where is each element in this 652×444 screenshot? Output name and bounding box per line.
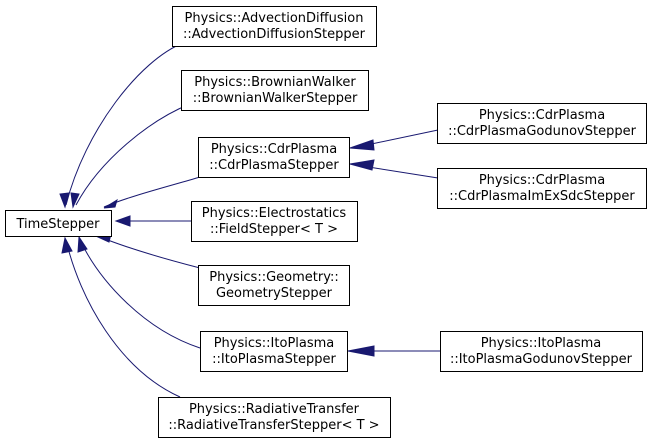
node-advection-line2: ::AdvectionDiffusionStepper bbox=[183, 27, 366, 42]
node-cdr-godunov-line2: ::CdrPlasmaGodunovStepper bbox=[448, 124, 637, 139]
node-cdr-imex-line2: ::CdrPlasmaImExSdcStepper bbox=[449, 189, 635, 204]
node-ito-line1: Physics::ItoPlasma bbox=[214, 336, 335, 351]
node-ito-plasma-godunov-stepper[interactable]: Physics::ItoPlasma ::ItoPlasmaGodunovSte… bbox=[440, 331, 643, 372]
node-cdr-plasma-godunov-stepper[interactable]: Physics::CdrPlasma ::CdrPlasmaGodunovSte… bbox=[437, 103, 647, 144]
node-advection-diffusion-stepper[interactable]: Physics::AdvectionDiffusion ::AdvectionD… bbox=[172, 6, 377, 47]
node-brownian-line1: Physics::BrownianWalker bbox=[194, 75, 356, 90]
node-brownian-walker-stepper[interactable]: Physics::BrownianWalker ::BrownianWalker… bbox=[181, 70, 369, 111]
node-cdr-plasma-imex-sdc-stepper[interactable]: Physics::CdrPlasma ::CdrPlasmaImExSdcSte… bbox=[437, 168, 647, 209]
edge-cdr-to-timestepper bbox=[103, 176, 201, 209]
node-cdr-line1: Physics::CdrPlasma bbox=[211, 142, 337, 157]
edge-ito-to-timestepper bbox=[77, 235, 201, 349]
node-timestepper-label: TimeStepper bbox=[15, 217, 100, 232]
node-timestepper[interactable]: TimeStepper bbox=[5, 210, 112, 237]
node-field-line1: Physics::Electrostatics bbox=[202, 206, 347, 221]
node-radiative-line1: Physics::RadiativeTransfer bbox=[189, 402, 360, 417]
node-field-line2: ::FieldStepper< T > bbox=[210, 222, 338, 237]
node-cdr-godunov-line1: Physics::CdrPlasma bbox=[479, 108, 605, 123]
edge-field-to-timestepper bbox=[114, 215, 192, 227]
node-geometry-stepper[interactable]: Physics::Geometry:: GeometryStepper bbox=[198, 265, 350, 306]
edges bbox=[59, 42, 441, 398]
edge-cdr-imex-to-cdr bbox=[349, 159, 439, 179]
node-geometry-line1: Physics::Geometry:: bbox=[209, 270, 338, 285]
node-field-stepper[interactable]: Physics::Electrostatics ::FieldStepper< … bbox=[191, 201, 358, 242]
node-advection-line1: Physics::AdvectionDiffusion bbox=[185, 11, 364, 26]
edge-advection-to-timestepper bbox=[59, 42, 184, 209]
edge-cdr-godunov-to-cdr bbox=[349, 129, 439, 151]
node-ito-line2: ::ItoPlasmaStepper bbox=[212, 352, 336, 367]
node-radiative-line2: ::RadiativeTransferStepper< T > bbox=[168, 418, 379, 433]
node-ito-plasma-stepper[interactable]: Physics::ItoPlasma ::ItoPlasmaStepper bbox=[200, 331, 348, 372]
edge-ito-godunov-to-ito bbox=[347, 345, 441, 357]
node-geometry-line2: GeometryStepper bbox=[216, 286, 333, 301]
node-brownian-line2: ::BrownianWalkerStepper bbox=[193, 91, 358, 106]
node-ito-godunov-line1: Physics::ItoPlasma bbox=[481, 336, 602, 351]
edge-radiative-to-timestepper bbox=[61, 236, 181, 398]
node-cdr-plasma-stepper[interactable]: Physics::CdrPlasma ::CdrPlasmaStepper bbox=[198, 137, 350, 178]
edge-geometry-to-timestepper bbox=[96, 233, 201, 269]
node-ito-godunov-line2: ::ItoPlasmaGodunovStepper bbox=[450, 352, 633, 367]
node-cdr-line2: ::CdrPlasmaStepper bbox=[209, 158, 339, 173]
node-cdr-imex-line1: Physics::CdrPlasma bbox=[479, 173, 605, 188]
edge-brownian-to-timestepper bbox=[70, 103, 191, 209]
node-radiative-transfer-stepper[interactable]: Physics::RadiativeTransfer ::RadiativeTr… bbox=[158, 397, 391, 438]
